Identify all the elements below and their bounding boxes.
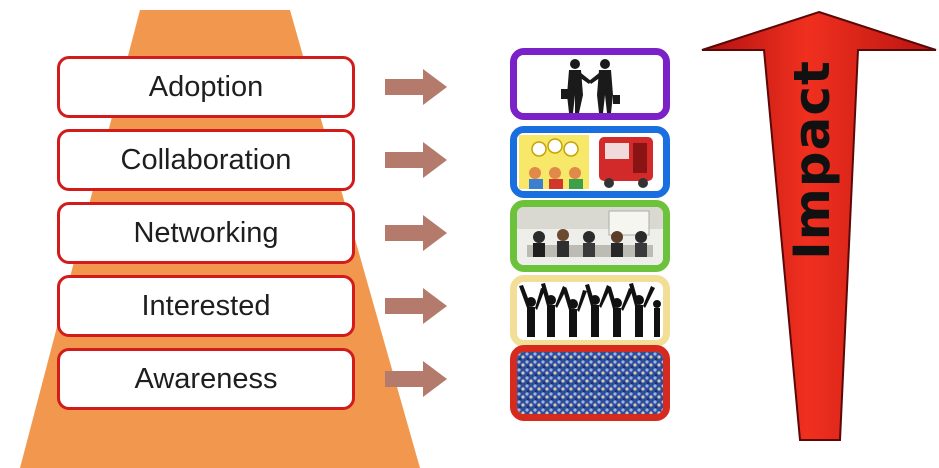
connector-arrow-icon (385, 361, 447, 397)
stage-label: Collaboration (120, 143, 292, 176)
stage-label: Networking (133, 216, 279, 249)
collaboration-image (510, 126, 670, 198)
stage-label: Adoption (148, 70, 264, 103)
connector-arrow-icon (385, 215, 447, 251)
stage-box-awareness: Awareness (57, 348, 355, 410)
stage-box-networking: Networking (57, 202, 355, 264)
meeting-image (510, 200, 670, 272)
impact-arrow-icon (701, 10, 937, 441)
stage-box-collaboration: Collaboration (57, 129, 355, 191)
connector-arrow-icon (385, 69, 447, 105)
stage-box-adoption: Adoption (57, 56, 355, 118)
audience-image (510, 345, 670, 421)
stage-box-interested: Interested (57, 275, 355, 337)
stage-label: Awareness (134, 362, 278, 395)
connector-arrow-icon (385, 288, 447, 324)
connector-arrow-icon (385, 142, 447, 178)
stage-label: Interested (141, 289, 271, 322)
cheering-crowd-image (510, 275, 670, 347)
handshake-image (510, 48, 670, 120)
